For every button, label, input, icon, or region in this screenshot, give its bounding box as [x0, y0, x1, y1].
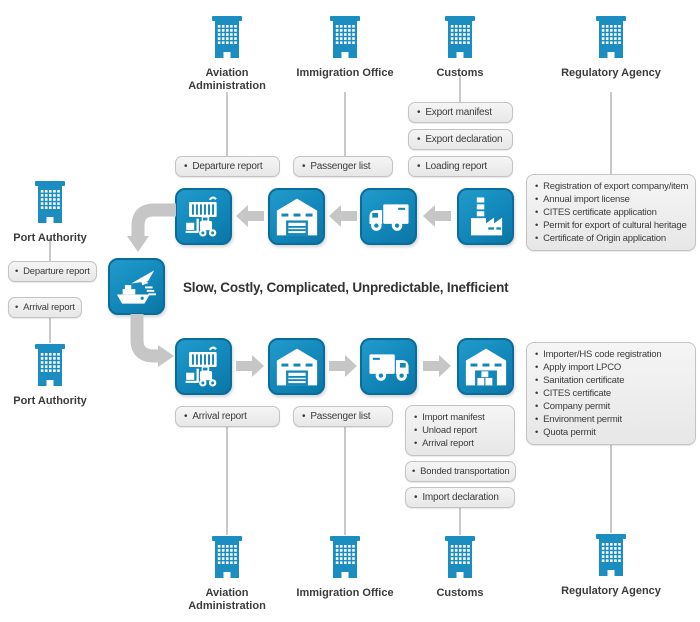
curved-arrow-right-icon [130, 314, 174, 367]
agency-aviation-administration-top: Aviation Administration [172, 15, 282, 93]
building-icon [445, 16, 475, 58]
doc-label: Departure report [184, 161, 262, 172]
connector-regulatory-top [610, 92, 612, 175]
doc-passenger-list-top: Passenger list [293, 156, 393, 177]
curved-arrow-down-icon [127, 203, 176, 252]
doc-port-arrival-report: Arrival report [8, 297, 82, 318]
doc-label: Loading report [417, 161, 487, 172]
agency-port-authority-bottom: Port Authority [0, 343, 100, 408]
building-icon [596, 534, 626, 576]
truck-icon [360, 338, 417, 395]
doc-label: CITES certificate application [535, 206, 687, 219]
connector-port-top [49, 238, 51, 262]
connector-customs-top [459, 76, 461, 103]
factory-icon [457, 188, 514, 245]
doc-label: CITES certificate [535, 387, 687, 400]
doc-label: Export manifest [417, 107, 492, 118]
doc-label: Passenger list [302, 161, 370, 172]
doc-label: Quota permit [535, 426, 687, 439]
connector-immigration-top [344, 92, 346, 156]
arrow-left-icon [329, 205, 357, 227]
doc-label: Apply import LPCO [535, 361, 687, 374]
agency-label: Aviation Administration [188, 67, 266, 93]
agency-label: Regulatory Agency [561, 67, 661, 79]
building-icon [35, 181, 65, 223]
agency-aviation-administration-bottom: Aviation Administration [172, 535, 282, 613]
agency-customs-top: Customs [405, 15, 515, 80]
doc-label: Certificate of Origin application [535, 232, 687, 245]
agency-label: Immigration Office [296, 67, 394, 79]
agency-label: Aviation Administration [188, 587, 266, 613]
doc-export-declaration: Export declaration [408, 129, 513, 150]
building-icon [330, 16, 360, 58]
headline-text: Slow, Costly, Complicated, Unpredictable… [183, 280, 509, 295]
agency-customs-bottom: Customs [405, 535, 515, 600]
doc-port-departure-report: Departure report [8, 261, 97, 282]
truck-icon [360, 188, 417, 245]
doc-label: Permit for export of cultural heritage [535, 219, 687, 232]
connector-regulatory-bottom [610, 438, 612, 533]
warehouse-icon [268, 338, 325, 395]
agency-label: Immigration Office [296, 587, 394, 599]
doc-label: Company permit [535, 400, 687, 413]
warehouse-storage-icon [457, 338, 514, 395]
doc-import-declaration: Import declaration [405, 487, 515, 508]
ship-plane-icon [108, 258, 165, 315]
arrow-left-icon [236, 205, 264, 227]
doc-label: Arrival report [414, 437, 506, 450]
arrow-right-icon [329, 355, 357, 377]
arrow-right-icon [423, 355, 451, 377]
doc-import-permits: Importer/HS code registration Apply impo… [526, 342, 696, 445]
doc-label: Departure report [15, 266, 90, 277]
agency-label: Regulatory Agency [561, 585, 661, 597]
building-icon [596, 16, 626, 58]
building-icon [330, 536, 360, 578]
doc-import-arrival-group: Import manifest Unload report Arrival re… [405, 405, 515, 456]
agency-port-authority-top: Port Authority [0, 180, 100, 245]
doc-label: Import declaration [414, 492, 499, 503]
connector-customs-bottom [459, 508, 461, 535]
agency-regulatory-agency-bottom: Regulatory Agency [556, 533, 666, 598]
agency-label: Port Authority [13, 232, 87, 244]
doc-departure-report-top: Departure report [175, 156, 280, 177]
doc-export-permits: Registration of export company/item Annu… [526, 174, 696, 251]
doc-label: Registration of export company/item [535, 180, 688, 193]
building-icon [445, 536, 475, 578]
doc-label: Environment permit [535, 413, 687, 426]
building-icon [212, 536, 242, 578]
doc-label: Import manifest [414, 411, 506, 424]
agency-label: Customs [436, 587, 484, 599]
agency-label: Customs [436, 67, 484, 79]
doc-bonded-transportation: Bonded transportation [405, 461, 517, 482]
doc-arrival-report-bottom: Arrival report [175, 406, 280, 427]
doc-label: Arrival report [184, 411, 247, 422]
warehouse-icon [268, 188, 325, 245]
doc-label: Importer/HS code registration [535, 348, 687, 361]
agency-label: Port Authority [13, 395, 87, 407]
agency-immigration-office-top: Immigration Office [290, 15, 400, 80]
doc-label: Annual import license [535, 193, 687, 206]
doc-loading-report: Loading report [408, 156, 513, 177]
connector-aviation-bottom [226, 427, 228, 535]
doc-label: Passenger list [302, 411, 370, 422]
connector-aviation-top [226, 92, 228, 156]
container-crane-icon [175, 338, 232, 395]
agency-immigration-office-bottom: Immigration Office [290, 535, 400, 600]
doc-export-manifest: Export manifest [408, 102, 513, 123]
container-crane-icon [175, 188, 232, 245]
agency-regulatory-agency-top: Regulatory Agency [556, 15, 666, 80]
doc-label: Sanitation certificate [535, 374, 687, 387]
arrow-left-icon [423, 205, 451, 227]
doc-label: Export declaration [417, 134, 502, 145]
doc-label: Bonded transportation [412, 466, 509, 477]
building-icon [35, 344, 65, 386]
connector-immigration-bottom [344, 427, 346, 535]
doc-label: Unload report [414, 424, 506, 437]
arrow-right-icon [236, 355, 264, 377]
doc-label: Arrival report [15, 302, 75, 313]
building-icon [212, 16, 242, 58]
doc-passenger-list-bottom: Passenger list [293, 406, 393, 427]
connector-port-bottom [49, 318, 51, 343]
